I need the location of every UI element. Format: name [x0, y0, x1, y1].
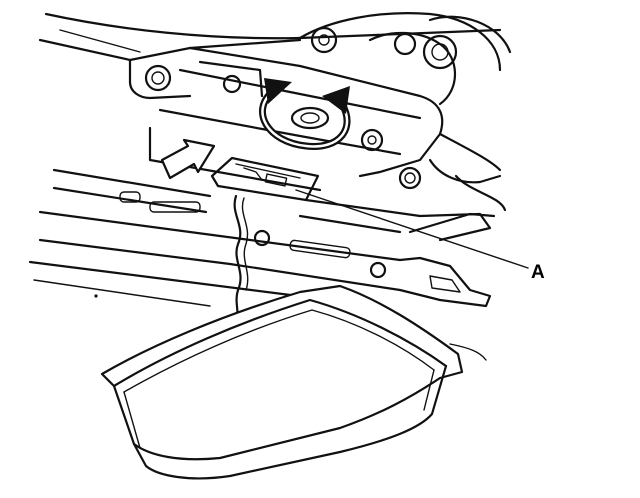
vehicle-underbody: [38, 12, 512, 212]
counterclockwise-rotate-arrow-icon: [259, 78, 351, 150]
speck: [94, 294, 98, 298]
callout-a-leader: [295, 189, 529, 269]
crossmember: [28, 168, 496, 308]
drain-outlet: [210, 156, 320, 202]
oil-stream: [233, 194, 249, 322]
drain-bolt: [290, 106, 330, 130]
drain-pan: [100, 284, 487, 480]
callout-a-label: A: [531, 262, 545, 283]
push-direction-arrow-icon: [160, 138, 216, 180]
